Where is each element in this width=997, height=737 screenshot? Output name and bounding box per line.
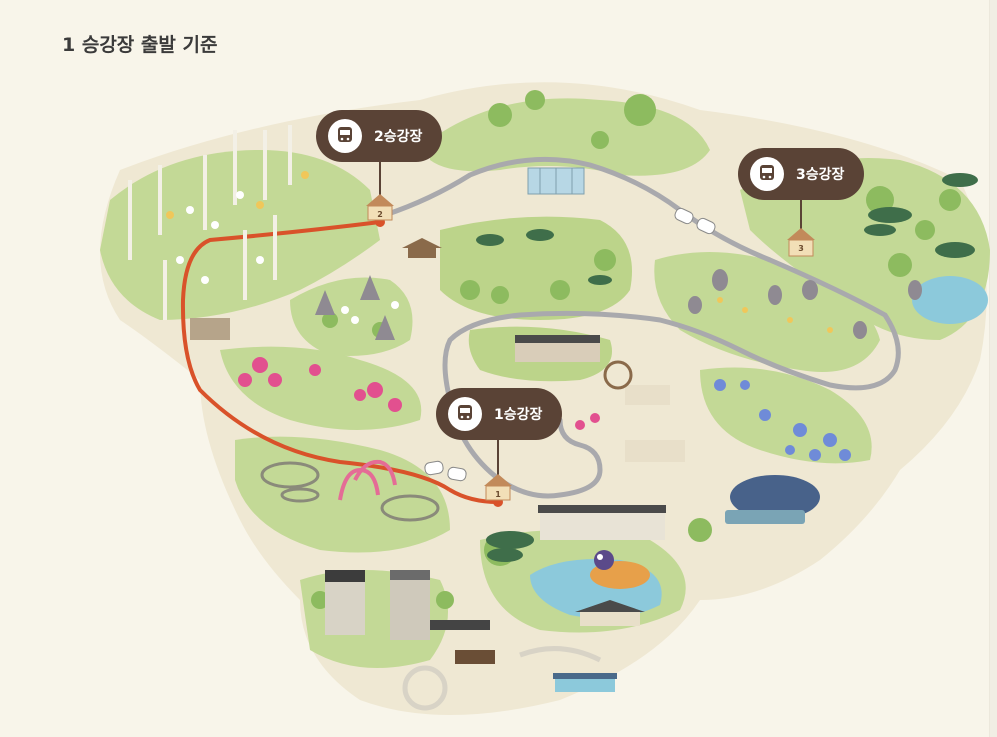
train-icon [458,405,472,420]
pine-pond [912,276,988,324]
station-3-badge[interactable]: 3승강장 [738,148,864,200]
station-2-number: 2 [377,210,383,219]
mandarin-duck [590,550,650,589]
station-3-label: 3승강장 [796,166,845,183]
map-title: 1 승강장 출발 기준 [62,34,218,56]
rocks [315,269,922,340]
birch-forest-area [100,150,380,320]
white-flowers [176,191,399,324]
monorail-train-south [424,460,467,482]
yellow-flowers [166,171,833,333]
station-2-signpost: 2 [366,160,394,221]
rose-arch [338,459,397,501]
train-icon [760,165,774,180]
scrollbar-track[interactable] [989,0,997,737]
pine-trees [476,173,978,562]
night-bridge [725,510,805,524]
azalea-area [220,346,422,430]
hydrangea-flowers [714,379,851,461]
pavilions [190,238,633,390]
tram-route [180,220,500,504]
train-icon [338,127,352,142]
station-2-badge[interactable]: 2승강장 [316,110,442,162]
greenhouse [527,167,585,195]
monorail-train-north [674,207,716,235]
stone-ruins [260,461,440,522]
parking-loop [402,646,602,711]
station-1-badge[interactable]: 1승강장 [436,388,562,440]
station-2-label: 2승강장 [374,128,423,145]
birch-trees [128,125,292,320]
station-1-signpost: 1 [484,440,512,501]
monorail-track [382,156,901,499]
trees [311,90,961,609]
station-1-number: 1 [495,490,501,499]
azalea-flowers [238,357,600,430]
buildings [325,335,685,692]
station-1-label: 1승강장 [494,406,543,423]
night-pond [730,475,820,519]
station-3-signpost: 3 [787,200,815,257]
station-3-number: 3 [798,244,804,253]
